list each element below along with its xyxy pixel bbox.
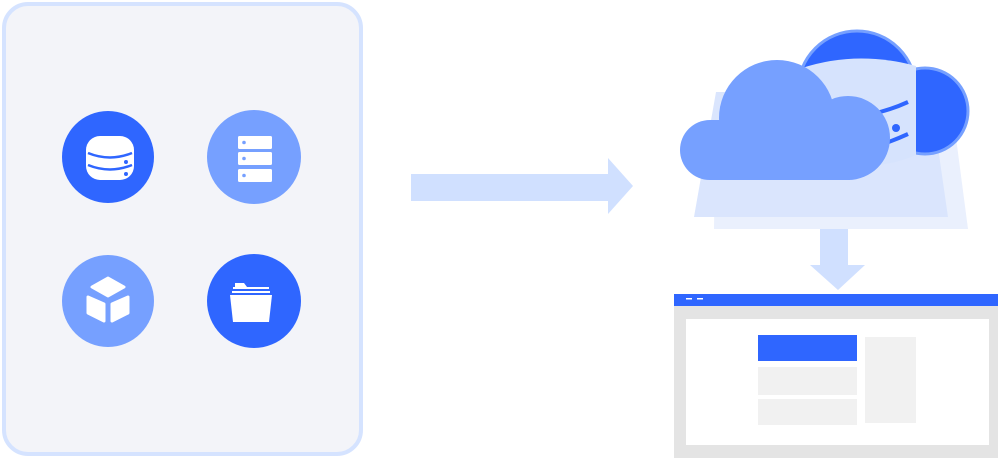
flow-arrow-right <box>411 158 633 214</box>
folder-icon <box>207 254 301 348</box>
server-icon <box>207 110 301 204</box>
cloud-database-icon <box>680 29 970 229</box>
source-panel <box>2 2 363 456</box>
cloud-shape <box>680 60 890 180</box>
database-icon <box>62 111 154 203</box>
cube-icon <box>62 255 154 347</box>
browser-window-icon <box>674 294 998 458</box>
flow-arrow-down <box>810 229 865 290</box>
